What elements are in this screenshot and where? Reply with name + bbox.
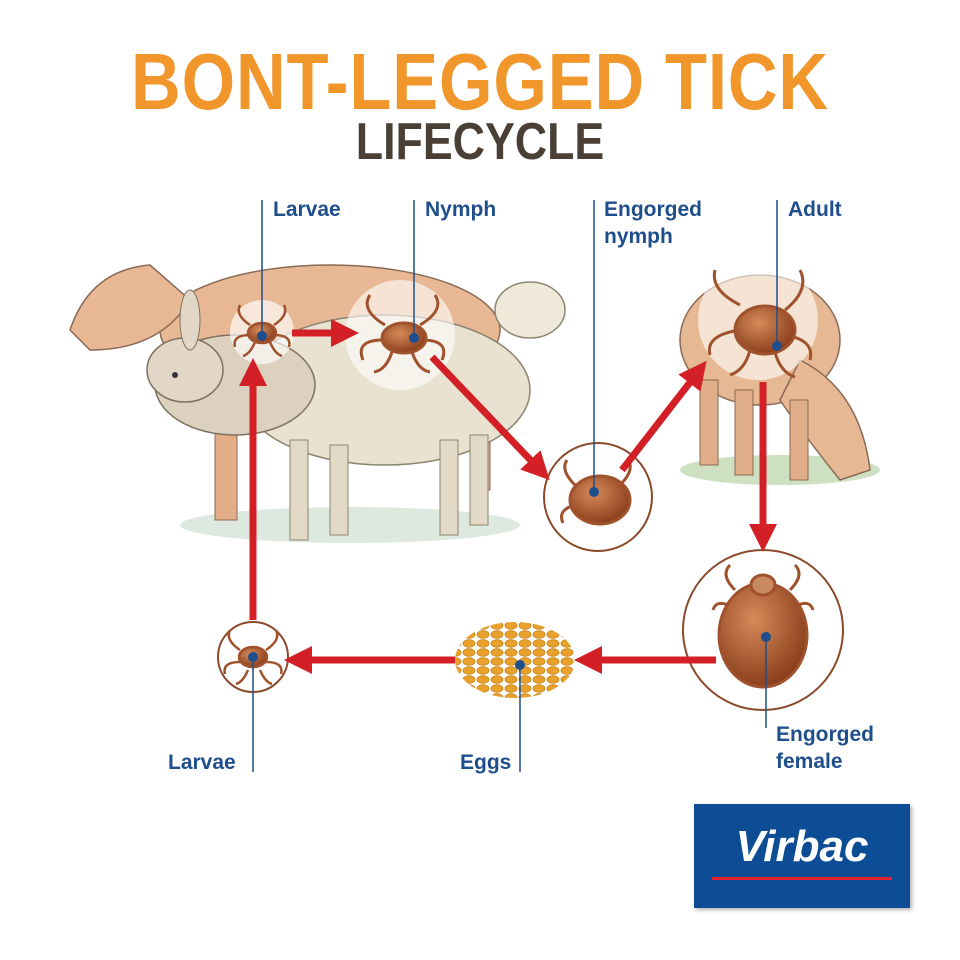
label-nymph: Nymph (425, 198, 497, 221)
tick-engorged-nymph (560, 459, 632, 526)
label-larvae-bottom: Larvae (168, 751, 236, 774)
eggs-cluster (455, 622, 575, 698)
subtitle: LIFECYCLE (355, 113, 605, 171)
arrow-engorged-nymph-to-adult (619, 360, 707, 473)
label-engorged-female: Engorged female (776, 721, 874, 775)
leader-dots (248, 331, 782, 670)
label-engorged-female-line2: female (776, 750, 843, 773)
ground-left (180, 507, 520, 543)
label-engorged-nymph-line2: nymph (604, 225, 673, 248)
arrow-nymph-to-engorged-nymph (429, 354, 550, 481)
virbac-logo: Virbac (694, 804, 910, 908)
tick-nymph (359, 294, 446, 374)
logo-wordmark: Virbac (735, 822, 869, 871)
label-engorged-female-line1: Engorged (776, 723, 874, 746)
label-larvae-top: Larvae (273, 198, 341, 221)
label-adult: Adult (788, 198, 842, 221)
logo-underline (712, 877, 892, 880)
leader-lines (252, 200, 778, 772)
label-engorged-nymph-line1: Engorged (604, 198, 702, 221)
title: BONT-LEGGED TICK (131, 37, 829, 126)
lifecycle-arrows (239, 319, 777, 674)
label-engorged-nymph: Engorged nymph (604, 196, 702, 250)
label-eggs: Eggs (460, 751, 512, 774)
